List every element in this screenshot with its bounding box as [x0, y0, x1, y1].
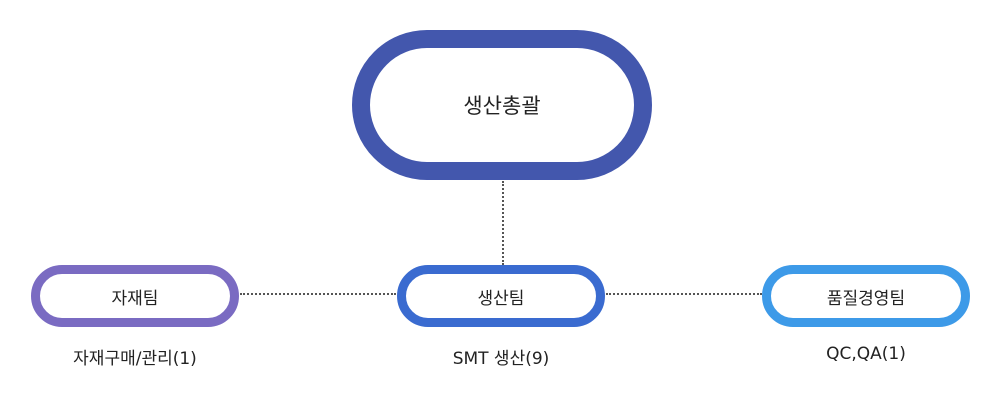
node-production-team: 생산팀 — [397, 265, 605, 327]
node-accent-bottom — [474, 162, 530, 180]
node-accent-top — [107, 265, 163, 274]
node-label: 생산총괄 — [463, 94, 541, 118]
node-accent-bottom — [473, 318, 529, 327]
connector-production-to-quality — [606, 293, 762, 295]
node-accent-top — [838, 265, 894, 274]
node-accent-bottom — [838, 318, 894, 327]
node-materials-team: 자재팀 — [31, 265, 239, 327]
production-team-caption: SMT 생산(9) — [452, 349, 550, 369]
node-accent-bottom — [107, 318, 163, 327]
node-accent-top — [473, 265, 529, 274]
quality-team-caption: QC,QA(1) — [826, 344, 906, 364]
node-quality-team: 품질경영팀 — [762, 265, 970, 327]
node-label: 생산팀 — [477, 288, 525, 309]
node-production-general: 생산총괄 — [352, 30, 652, 180]
connector-materials-to-production — [240, 293, 396, 295]
node-accent-top — [474, 30, 530, 48]
node-label: 품질경영팀 — [826, 288, 906, 309]
materials-team-caption: 자재구매/관리(1) — [73, 349, 197, 369]
node-label: 자재팀 — [111, 288, 159, 309]
connector-root-to-production — [502, 181, 504, 265]
